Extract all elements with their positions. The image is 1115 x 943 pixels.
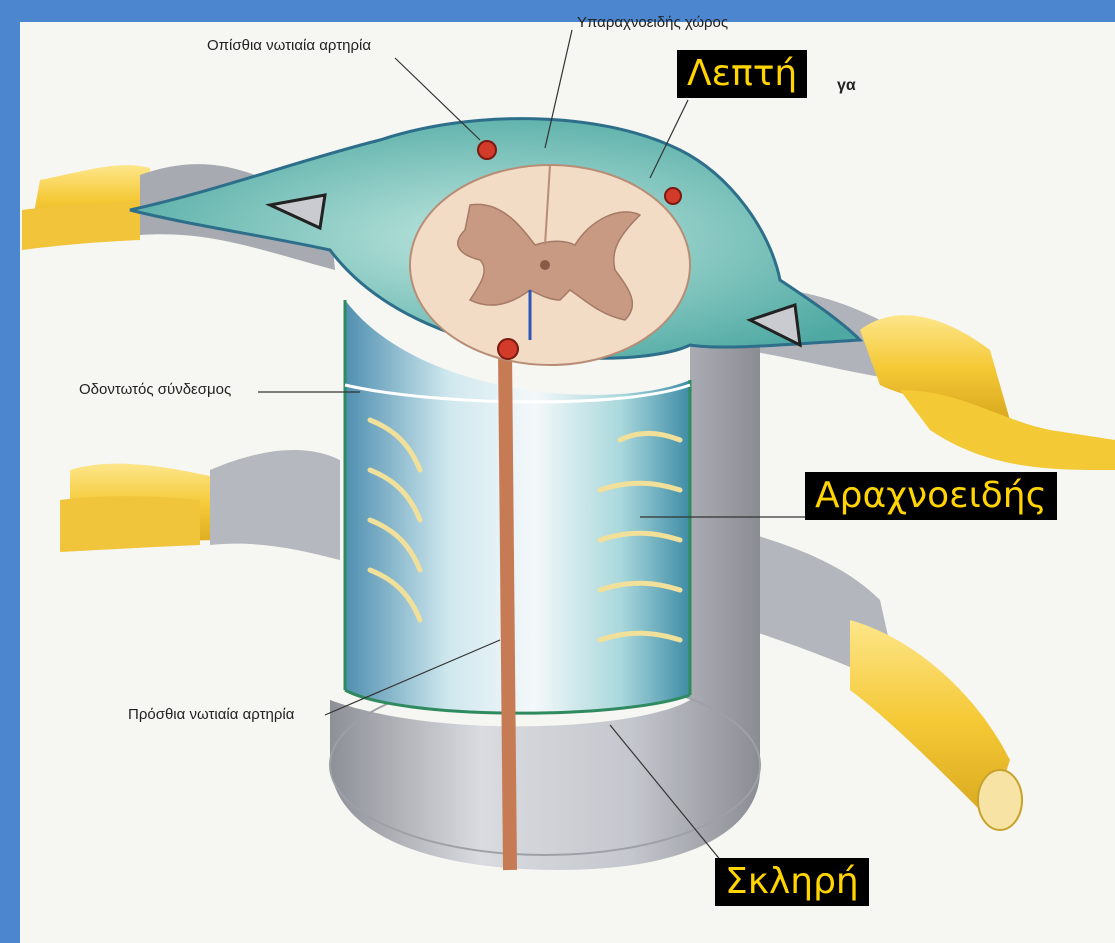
anterior-spinal-artery-dot: [498, 339, 518, 359]
dura-mater-tag: Σκληρή: [715, 858, 869, 906]
anterior-spinal-artery-vessel: [505, 350, 510, 870]
anterior-spinal-artery-label: Πρόσθια νωτιαία αρτηρία: [128, 706, 294, 723]
cut-off-text: γα: [837, 77, 856, 95]
posterior-spinal-artery-right: [665, 188, 681, 204]
posterior-spinal-artery-left: [478, 141, 496, 159]
denticulate-ligament-label: Οδοντωτός σύνδεσμος: [79, 381, 231, 398]
spinal-cord-section: [410, 165, 690, 365]
left-lower-nerve: [60, 450, 340, 560]
arachnoid-mater-tag: Αραχνοειδής: [805, 472, 1057, 520]
pia-mater-tag: Λεπτή: [677, 50, 807, 98]
subarachnoid-space-label: Υπαραχνοειδής χώρος: [577, 14, 728, 31]
posterior-spinal-artery-label: Οπίσθια νωτιαία αρτηρία: [207, 37, 371, 54]
